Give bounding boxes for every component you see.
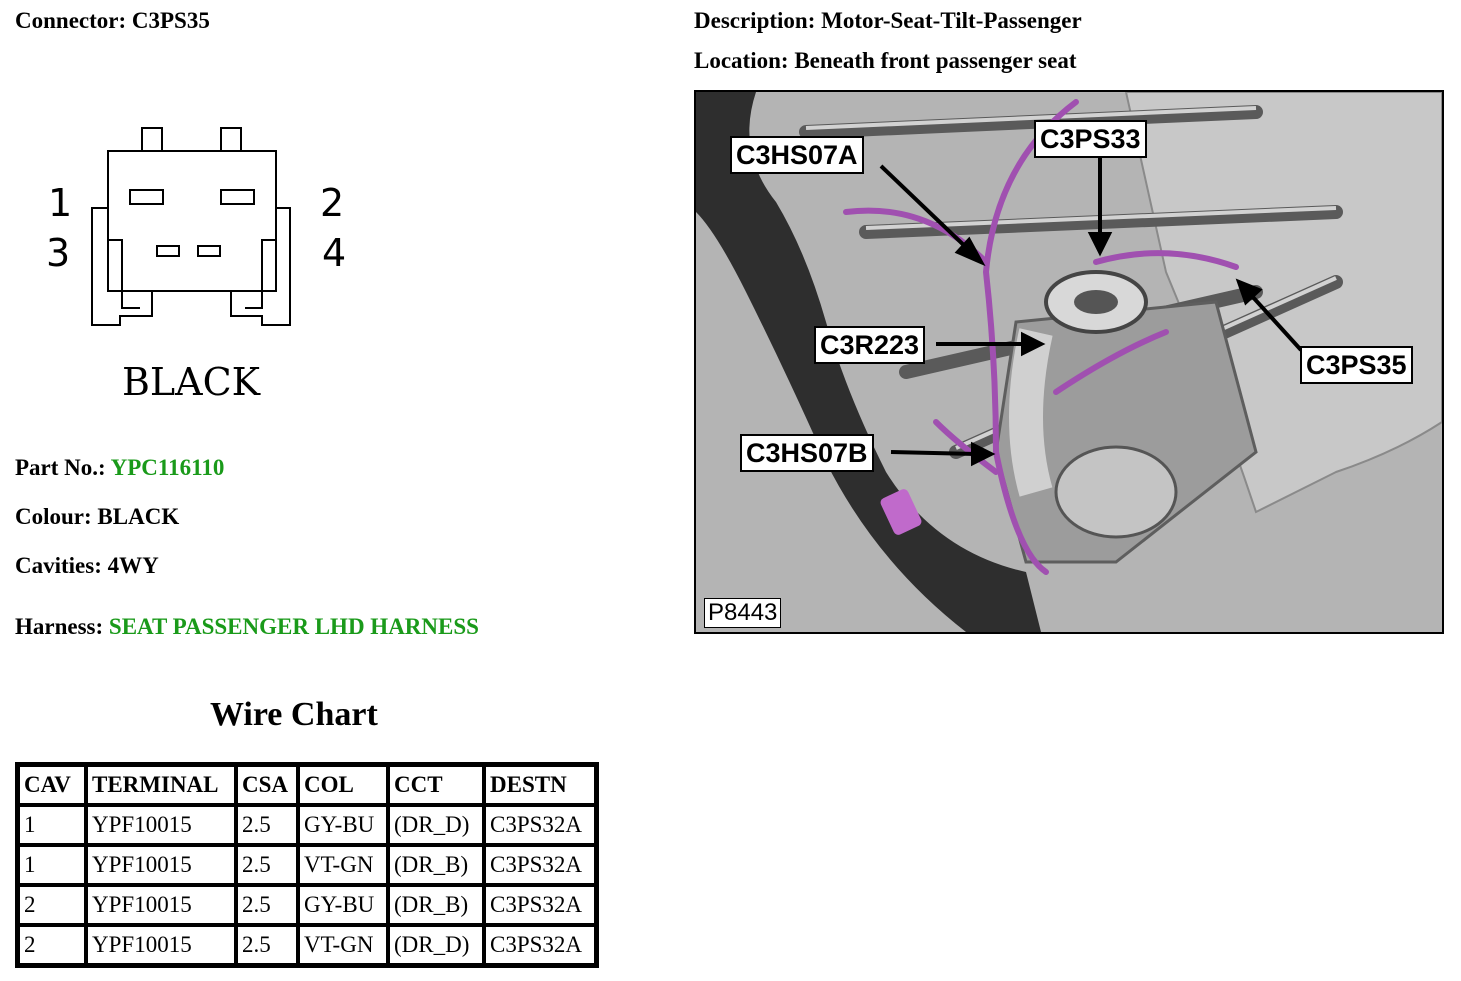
harness-label: Harness: — [15, 614, 104, 639]
table-row: 2 YPF10015 2.5 GY-BU (DR_B) C3PS32A — [17, 884, 597, 926]
cell-destn: C3PS32A — [483, 884, 597, 926]
connector-label: Connector: — [15, 8, 127, 33]
cell-cct: (DR_D) — [387, 924, 485, 966]
table-row: 1 YPF10015 2.5 GY-BU (DR_D) C3PS32A — [17, 804, 597, 846]
pin-2-label: 2 — [320, 181, 344, 225]
wire-chart-header-row: CAV TERMINAL CSA COL CCT DESTN — [17, 764, 597, 806]
colour-label: Colour: — [15, 504, 92, 529]
callout-c3hs07b: C3HS07B — [740, 434, 874, 472]
col-cav: CAV — [17, 764, 87, 806]
cell-col: VT-GN — [297, 924, 389, 966]
cell-csa: 2.5 — [235, 804, 299, 846]
colour-value: BLACK — [97, 504, 180, 529]
callout-c3hs07a: C3HS07A — [730, 136, 864, 174]
connector-value: C3PS35 — [131, 8, 210, 33]
cell-destn: C3PS32A — [483, 844, 597, 886]
cell-terminal: YPF10015 — [85, 924, 237, 966]
cell-csa: 2.5 — [235, 924, 299, 966]
pin-3-label: 3 — [46, 231, 70, 275]
figure-id: P8443 — [704, 598, 782, 628]
cell-destn: C3PS32A — [483, 924, 597, 966]
table-row: 2 YPF10015 2.5 VT-GN (DR_D) C3PS32A — [17, 924, 597, 966]
cell-terminal: YPF10015 — [85, 884, 237, 926]
cavities-label: Cavities: — [15, 553, 102, 578]
cell-terminal: YPF10015 — [85, 844, 237, 886]
table-row: 1 YPF10015 2.5 VT-GN (DR_B) C3PS32A — [17, 844, 597, 886]
location-label: Location: — [694, 48, 789, 73]
cell-cav: 2 — [17, 884, 87, 926]
description-value: Motor-Seat-Tilt-Passenger — [821, 8, 1082, 33]
cell-cct: (DR_B) — [387, 844, 485, 886]
location-value: Beneath front passenger seat — [794, 48, 1077, 73]
pin-4-label: 4 — [322, 231, 346, 275]
connector-color-label: BLACK — [122, 360, 261, 404]
description-heading: Description: Motor-Seat-Tilt-Passenger — [694, 8, 1082, 34]
cell-csa: 2.5 — [235, 844, 299, 886]
col-col: COL — [297, 764, 389, 806]
cell-terminal: YPF10015 — [85, 804, 237, 846]
col-csa: CSA — [235, 764, 299, 806]
callout-c3r223: C3R223 — [814, 326, 926, 364]
callout-c3ps33: C3PS33 — [1034, 120, 1147, 158]
col-terminal: TERMINAL — [85, 764, 237, 806]
cell-cav: 2 — [17, 924, 87, 966]
connector-heading: Connector: C3PS35 — [15, 8, 210, 34]
cell-cav: 1 — [17, 844, 87, 886]
cavities-row: Cavities: 4WY — [15, 553, 159, 579]
location-heading: Location: Beneath front passenger seat — [694, 48, 1076, 74]
description-label: Description: — [694, 8, 816, 33]
col-cct: CCT — [387, 764, 485, 806]
pin-1-label: 1 — [48, 181, 72, 225]
cavities-value: 4WY — [107, 553, 159, 578]
wire-chart-title: Wire Chart — [210, 696, 378, 733]
col-destn: DESTN — [483, 764, 597, 806]
harness-link[interactable]: SEAT PASSENGER LHD HARNESS — [108, 614, 479, 639]
harness-row: Harness: SEAT PASSENGER LHD HARNESS — [15, 614, 479, 640]
part-no-row: Part No.: YPC116110 — [15, 455, 224, 481]
cell-cct: (DR_D) — [387, 804, 485, 846]
part-no-link[interactable]: YPC116110 — [110, 455, 225, 480]
part-no-label: Part No.: — [15, 455, 106, 480]
cell-col: VT-GN — [297, 844, 389, 886]
cell-col: GY-BU — [297, 884, 389, 926]
cell-destn: C3PS32A — [483, 804, 597, 846]
seat-location-figure: C3HS07A C3PS33 C3R223 C3PS35 C3HS07B P84… — [694, 90, 1444, 634]
connector-face-diagram: 1 2 3 4 BLACK — [46, 127, 346, 404]
wire-chart-table: CAV TERMINAL CSA COL CCT DESTN 1 YPF1001… — [15, 762, 599, 968]
cell-cct: (DR_B) — [387, 884, 485, 926]
cell-cav: 1 — [17, 804, 87, 846]
callout-c3ps35: C3PS35 — [1300, 346, 1413, 384]
cell-col: GY-BU — [297, 804, 389, 846]
cell-csa: 2.5 — [235, 884, 299, 926]
colour-row: Colour: BLACK — [15, 504, 179, 530]
